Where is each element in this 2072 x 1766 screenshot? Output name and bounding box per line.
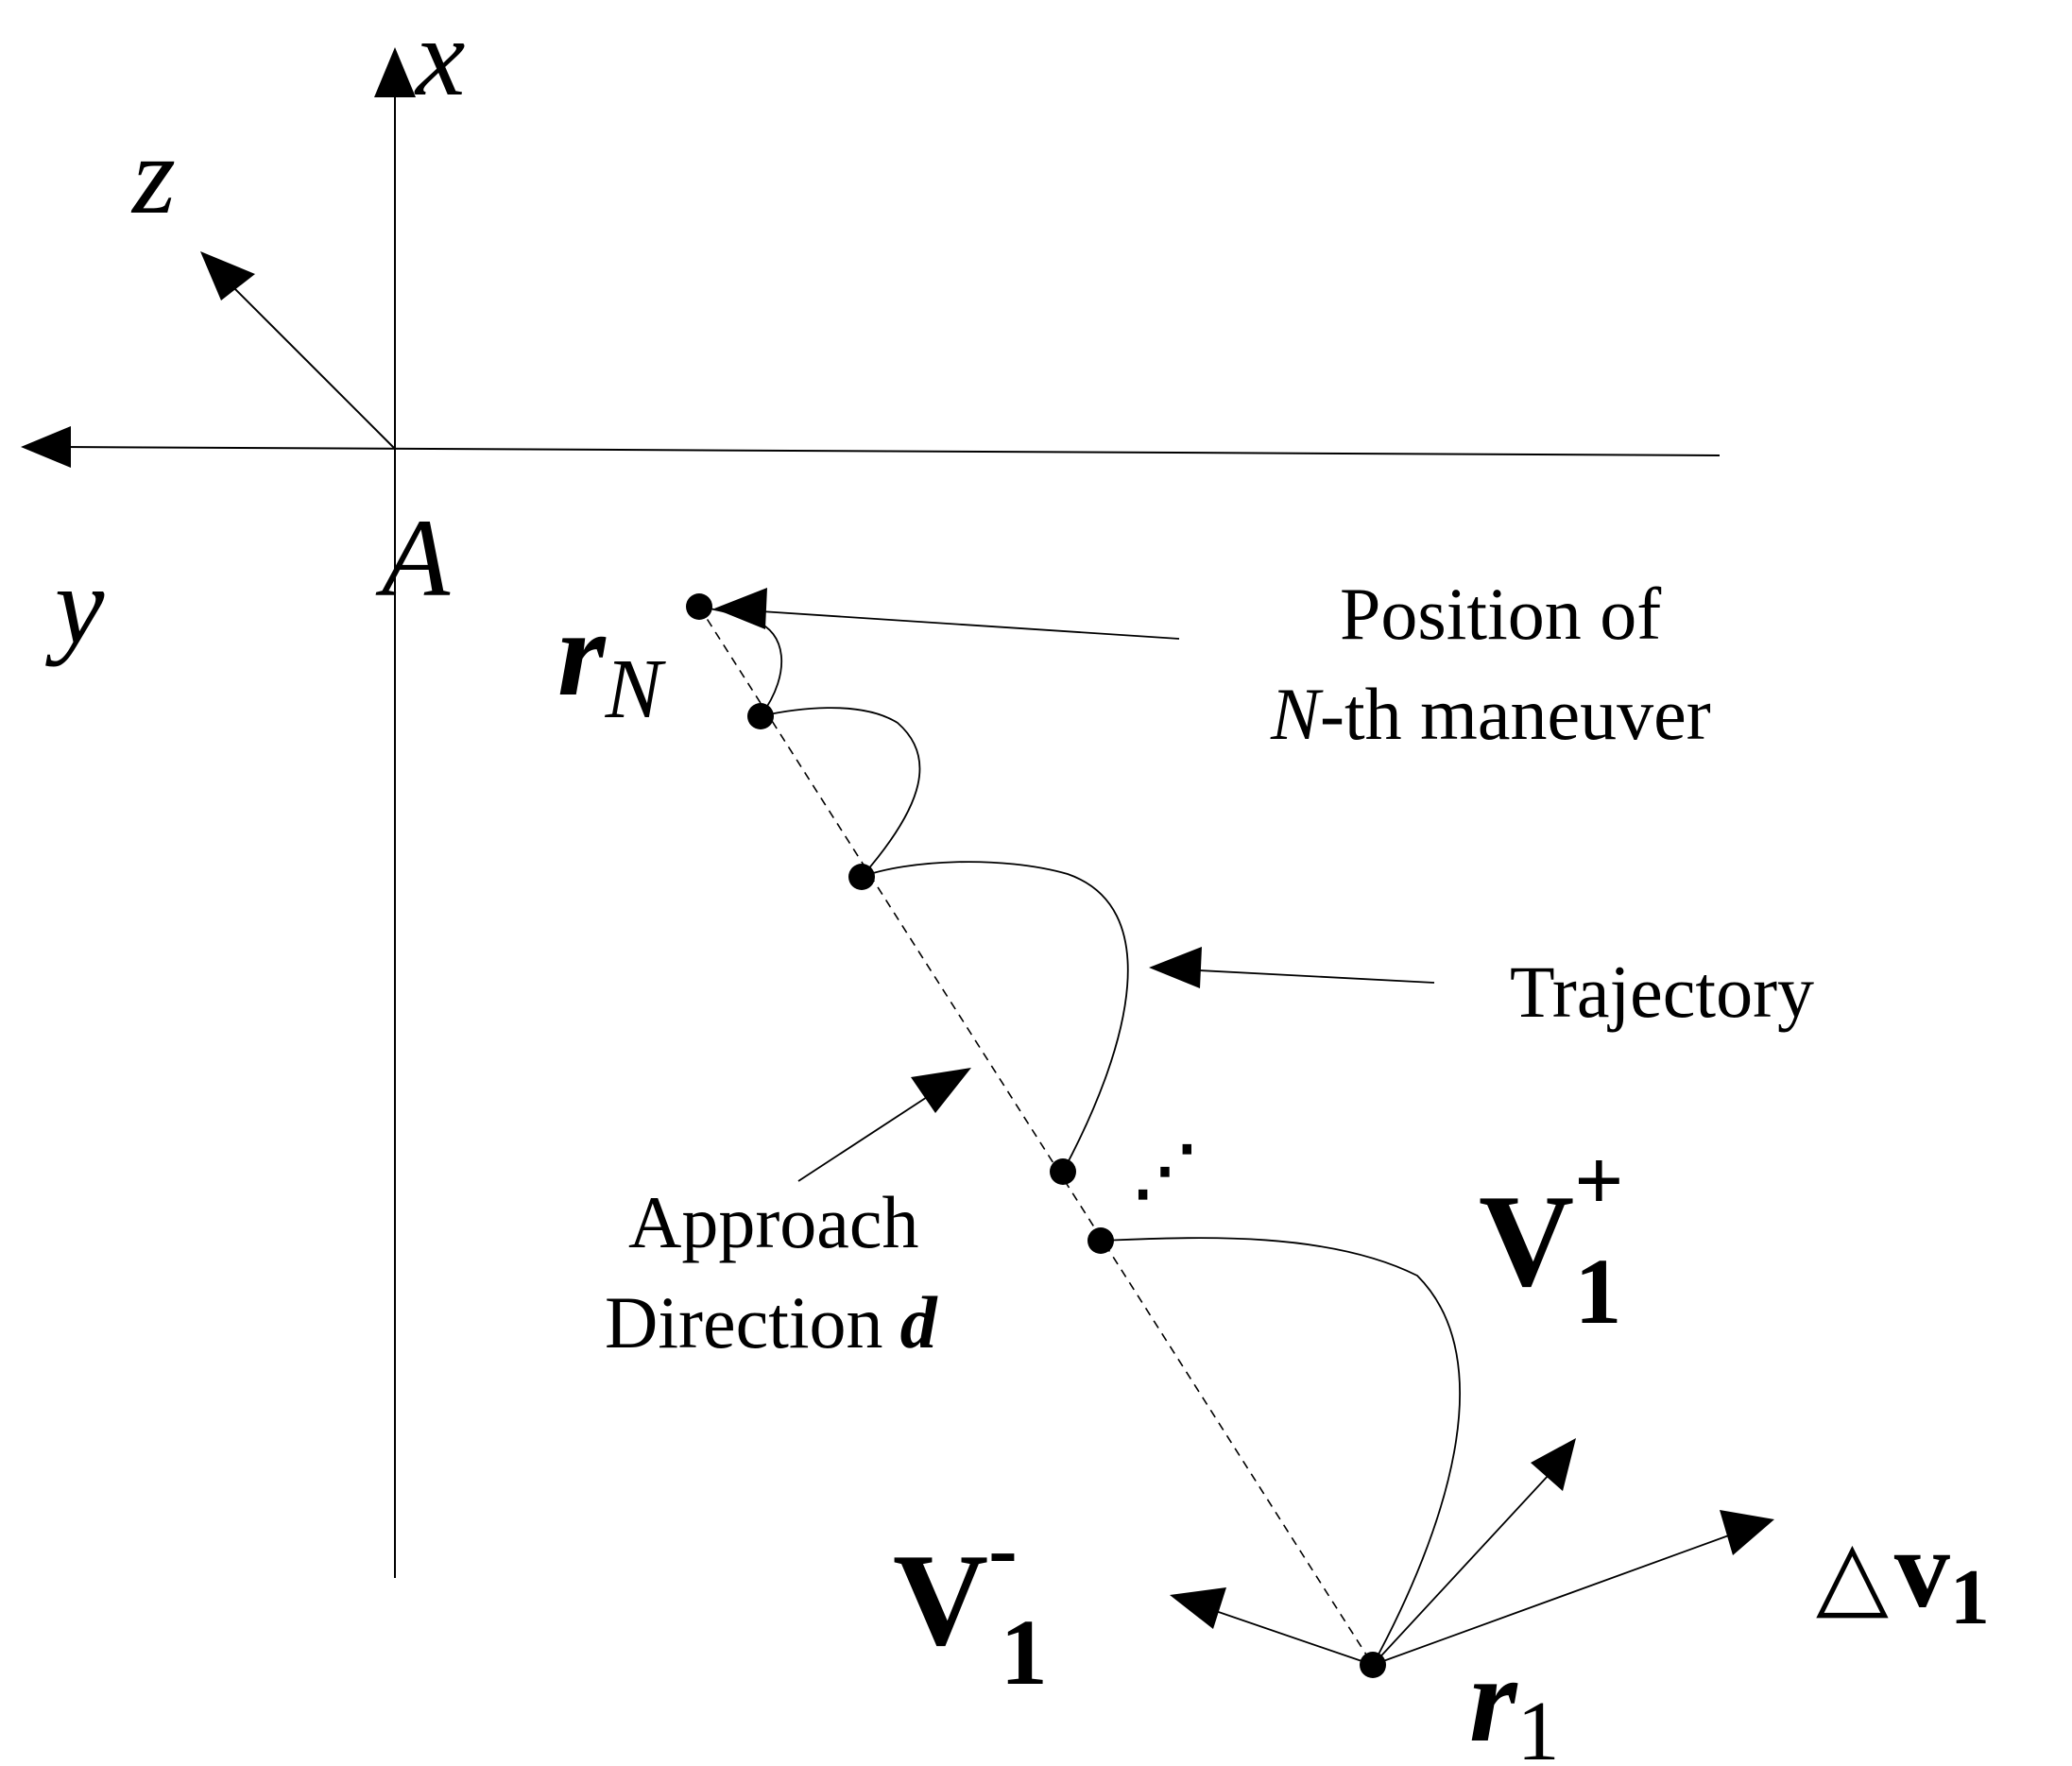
annotation-pointers xyxy=(714,588,1435,1182)
position-annotation-line2: N-th maneuver xyxy=(1270,673,1711,755)
delta-v-label: △v1 xyxy=(1816,1507,1990,1641)
position-pointer-arrowhead xyxy=(714,588,767,629)
approach-direction-line xyxy=(698,606,1374,1666)
trajectory-arc xyxy=(760,707,921,878)
maneuver-point-rN xyxy=(686,593,712,620)
maneuver-points xyxy=(686,593,1386,1678)
approach-pointer-shaft xyxy=(797,1086,944,1182)
approach-annotation-line1: Approach xyxy=(628,1181,919,1263)
r-1-label: r1 xyxy=(1469,1632,1560,1766)
maneuver-point xyxy=(747,703,774,729)
maneuver-point xyxy=(848,864,875,890)
origin-label: A xyxy=(375,496,451,620)
maneuver-point xyxy=(1050,1158,1076,1185)
y-axis-line xyxy=(60,446,1721,456)
trajectory-arc xyxy=(1100,1237,1461,1666)
trajectory-pointer-arrowhead xyxy=(1149,947,1202,988)
coordinate-frame: x z y A xyxy=(21,0,1721,1578)
v-minus-arrow-shaft xyxy=(1207,1607,1374,1666)
delta-v-arrowhead xyxy=(1720,1510,1774,1555)
trajectory xyxy=(698,606,1461,1666)
trajectory-pointer-shaft xyxy=(1180,969,1435,984)
v-plus-arrowhead xyxy=(1531,1438,1576,1491)
delta-v-arrow-shaft xyxy=(1372,1532,1738,1666)
x-axis-arrowhead xyxy=(374,47,416,97)
position-pointer-shaft xyxy=(745,609,1180,640)
approach-pointer-arrowhead xyxy=(911,1068,971,1113)
v-plus-label: V+1 xyxy=(1479,1132,1624,1344)
z-axis-line xyxy=(224,278,396,450)
v-plus-arrow-shaft xyxy=(1372,1473,1550,1666)
trajectory-arc xyxy=(861,861,1129,1173)
r-n-label: rN xyxy=(557,586,667,736)
position-annotation-line1: Position of xyxy=(1340,573,1661,655)
trajectory-annotation: Trajectory xyxy=(1510,951,1814,1033)
y-axis-arrowhead xyxy=(21,426,71,468)
ellipsis-mark: ⋰ xyxy=(1132,1135,1198,1208)
v-minus-arrowhead xyxy=(1170,1587,1226,1629)
trajectory-arc xyxy=(698,606,783,717)
velocity-vectors xyxy=(1170,1438,1774,1666)
v-minus-label: V-1 xyxy=(893,1500,1048,1705)
z-axis-arrowhead xyxy=(200,251,255,300)
x-axis-label: x xyxy=(414,0,465,119)
y-axis-label: y xyxy=(45,543,105,667)
maneuver-point xyxy=(1087,1227,1114,1254)
z-axis-label: z xyxy=(130,113,176,237)
